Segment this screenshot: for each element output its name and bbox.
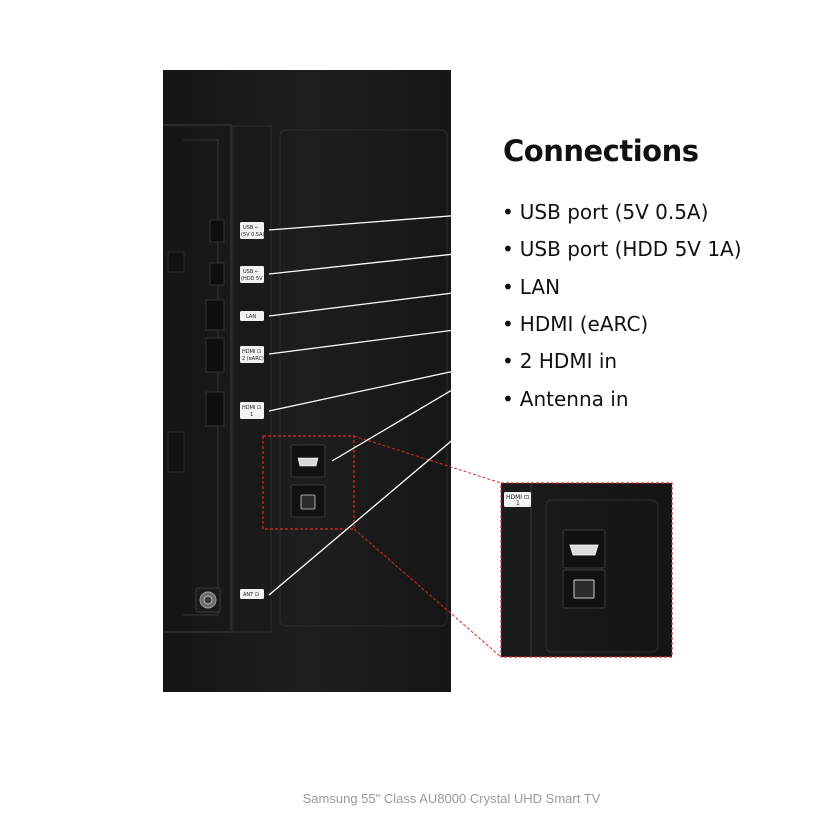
- hdmi-port-hardware: [205, 391, 225, 427]
- panel-edge: [183, 139, 219, 616]
- panel-bracket: [167, 251, 185, 273]
- svg-text:1: 1: [516, 500, 520, 507]
- lan-port-hardware: [205, 299, 225, 331]
- bullet-dot: •: [502, 275, 514, 299]
- image-caption: Samsung 55" Class AU8000 Crystal UHD Sma…: [302, 791, 601, 806]
- svg-text:(HDD 5V 1A): (HDD 5V 1A): [241, 276, 273, 282]
- port-strip: [232, 125, 272, 633]
- svg-text:USB ⇠: USB ⇠: [243, 225, 259, 231]
- optical-port: [290, 484, 326, 518]
- hdmi-port-hardware: [205, 337, 225, 373]
- bullet-dot: •: [502, 387, 514, 411]
- connection-item-usb-2: • USB port (HDD 5V 1A): [502, 235, 742, 263]
- port-tag-usb2: USB ⇠ (HDD 5V 1A): [240, 266, 273, 283]
- connection-label: USB port (5V 0.5A): [519, 200, 709, 224]
- connection-label: Antenna in: [519, 387, 629, 411]
- bullet-dot: •: [502, 349, 514, 373]
- zoom-guide-bottom: [353, 528, 502, 658]
- zoom-hdmi-port: [562, 529, 606, 569]
- hdmi-port: [290, 444, 326, 478]
- section-title: Connections: [503, 134, 699, 168]
- panel-bracket: [167, 431, 185, 473]
- port-tag-hdmi1: HDMI ⊡ 1: [240, 402, 264, 419]
- connection-item-hdmi-earc: • HDMI (eARC): [502, 310, 648, 338]
- connection-item-hdmi-in: • 2 HDMI in: [502, 347, 617, 375]
- port-tag-usb1: USB ⇠ (5V 0.5A): [240, 222, 265, 239]
- svg-text:2 (eARC): 2 (eARC): [242, 356, 264, 362]
- svg-text:HDMI ⊡: HDMI ⊡: [506, 494, 529, 501]
- svg-text:ANT ⊡: ANT ⊡: [243, 592, 259, 598]
- connection-label: HDMI (eARC): [519, 312, 649, 336]
- port-tag-ant: ANT ⊡: [240, 589, 264, 599]
- antenna-connector: [195, 587, 221, 613]
- zoom-inner-panel: [545, 499, 659, 653]
- connection-label: LAN: [519, 275, 561, 299]
- bullet-dot: •: [502, 312, 514, 336]
- connection-item-antenna: • Antenna in: [502, 385, 629, 413]
- bullet-dot: •: [502, 237, 514, 261]
- connection-label: 2 HDMI in: [519, 349, 618, 373]
- connection-item-lan: • LAN: [502, 273, 560, 301]
- connection-item-usb-1: • USB port (5V 0.5A): [502, 198, 708, 226]
- zoom-guide-top: [353, 435, 502, 484]
- svg-text:(5V 0.5A): (5V 0.5A): [241, 232, 265, 238]
- port-tag-hdmi2: HDMI ⊡ 2 (eARC): [240, 346, 264, 363]
- zoom-port-tag: HDMI ⊡ 1: [504, 492, 531, 507]
- svg-text:HDMI ⊡: HDMI ⊡: [242, 405, 261, 411]
- svg-text:1: 1: [250, 412, 253, 418]
- svg-text:HDMI ⊡: HDMI ⊡: [242, 349, 261, 355]
- svg-text:LAN: LAN: [246, 314, 256, 320]
- inner-panel: [279, 129, 448, 627]
- bullet-dot: •: [502, 200, 514, 224]
- svg-text:USB ⇠: USB ⇠: [243, 269, 259, 275]
- connection-label: USB port (HDD 5V 1A): [519, 237, 742, 261]
- usb-port-hardware: [209, 262, 225, 286]
- leader-lines: [268, 211, 502, 596]
- panel-edge: [163, 124, 232, 633]
- usb-port-hardware: [209, 219, 225, 243]
- port-tag-lan: LAN: [240, 311, 264, 321]
- highlight-box: [262, 435, 355, 530]
- zoom-optical-port: [562, 569, 606, 609]
